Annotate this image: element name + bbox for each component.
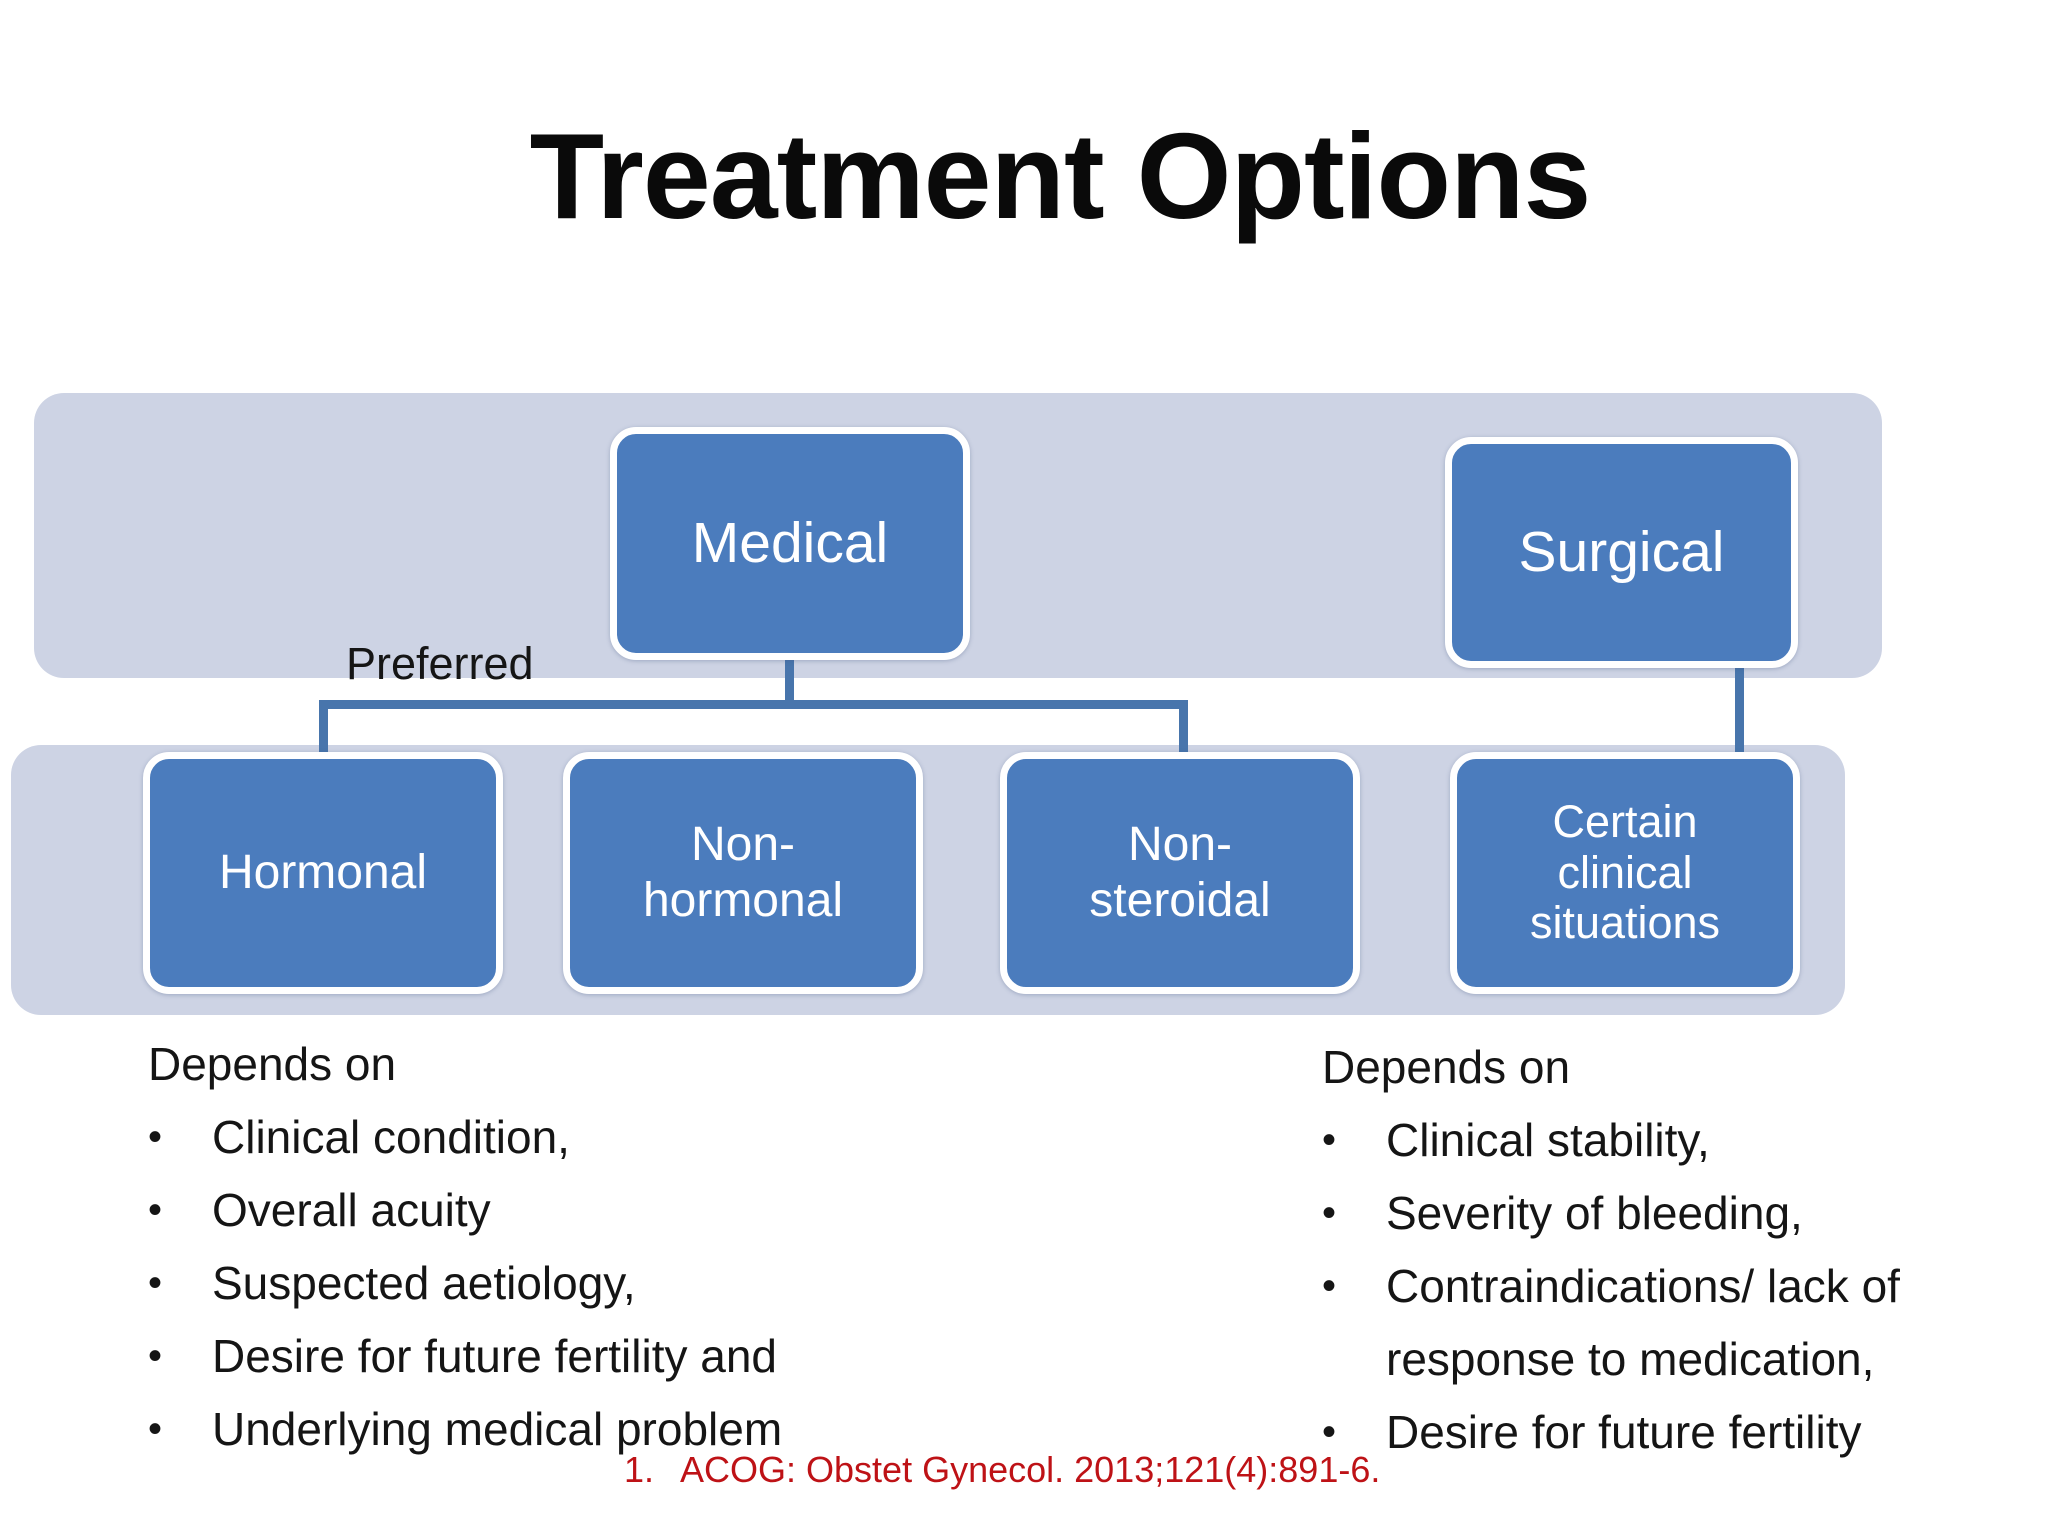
connector-hormonal-drop bbox=[319, 700, 328, 758]
list-item-text: Severity of bleeding, bbox=[1386, 1187, 1803, 1239]
list-item: • Severity of bleeding, bbox=[1322, 1177, 2002, 1250]
depends-list-medical: Depends on • Clinical condition, • Overa… bbox=[148, 1028, 968, 1466]
node-label: Certain clinical situations bbox=[1529, 796, 1721, 949]
bullet-icon: • bbox=[148, 1407, 163, 1451]
bullet-list: • Clinical condition, • Overall acuity •… bbox=[148, 1101, 968, 1466]
list-item: • Desire for future fertility and bbox=[148, 1320, 968, 1393]
list-item: • Clinical condition, bbox=[148, 1101, 968, 1174]
depends-list-surgical: Depends on • Clinical stability, • Sever… bbox=[1322, 1031, 2002, 1469]
list-item-text: Contraindications/ lack of response to m… bbox=[1386, 1260, 1900, 1385]
list-heading: Depends on bbox=[148, 1038, 397, 1090]
list-item-text: Clinical stability, bbox=[1386, 1114, 1710, 1166]
list-item-text: Desire for future fertility and bbox=[212, 1330, 778, 1382]
bullet-icon: • bbox=[1322, 1410, 1337, 1454]
node-surgical: Surgical bbox=[1445, 437, 1798, 668]
list-item-text: Underlying medical problem bbox=[212, 1403, 783, 1455]
bullet-icon: • bbox=[148, 1115, 163, 1159]
citation-number: 1. bbox=[624, 1449, 655, 1490]
node-label: Non- steroidal bbox=[1089, 817, 1271, 927]
node-label: Medical bbox=[691, 511, 889, 576]
list-heading: Depends on bbox=[1322, 1041, 1571, 1093]
node-label: Surgical bbox=[1518, 520, 1725, 585]
bullet-icon: • bbox=[1322, 1264, 1337, 1308]
connector-nonsteroidal-drop bbox=[1179, 700, 1188, 758]
connector-surgical-drop bbox=[1735, 664, 1744, 758]
page-title: Treatment Options bbox=[529, 108, 1592, 244]
connector-rail bbox=[319, 700, 1188, 709]
bullet-icon: • bbox=[148, 1188, 163, 1232]
list-item: • Clinical stability, bbox=[1322, 1104, 2002, 1177]
list-item-text: Desire for future fertility bbox=[1386, 1406, 1862, 1458]
list-item-text: Suspected aetiology, bbox=[212, 1257, 636, 1309]
list-item: • Desire for future fertility bbox=[1322, 1396, 2002, 1469]
list-item: • Underlying medical problem bbox=[148, 1393, 968, 1466]
bullet-list: • Clinical stability, • Severity of blee… bbox=[1322, 1104, 2002, 1469]
node-hormonal: Hormonal bbox=[143, 752, 503, 994]
list-item: • Overall acuity bbox=[148, 1174, 968, 1247]
list-item: • Contraindications/ lack of response to… bbox=[1322, 1250, 2002, 1396]
citation-text: ACOG: Obstet Gynecol. 2013;121(4):891-6. bbox=[680, 1449, 1381, 1490]
bullet-icon: • bbox=[1322, 1118, 1337, 1162]
citation: 1. ACOG: Obstet Gynecol. 2013;121(4):891… bbox=[624, 1450, 1380, 1490]
node-non-steroidal: Non- steroidal bbox=[1000, 752, 1360, 994]
node-label: Non- hormonal bbox=[642, 817, 844, 927]
node-medical: Medical bbox=[610, 427, 970, 660]
node-certain-clinical-situations: Certain clinical situations bbox=[1450, 752, 1800, 994]
node-label: Hormonal bbox=[218, 845, 428, 899]
node-non-hormonal: Non- hormonal bbox=[563, 752, 923, 994]
bullet-icon: • bbox=[148, 1261, 163, 1305]
list-item-text: Clinical condition, bbox=[212, 1111, 570, 1163]
list-item: • Suspected aetiology, bbox=[148, 1247, 968, 1320]
preferred-label: Preferred bbox=[346, 638, 534, 689]
bullet-icon: • bbox=[1322, 1191, 1337, 1235]
connector-medical-stub bbox=[785, 656, 794, 704]
bullet-icon: • bbox=[148, 1334, 163, 1378]
list-item-text: Overall acuity bbox=[212, 1184, 491, 1236]
